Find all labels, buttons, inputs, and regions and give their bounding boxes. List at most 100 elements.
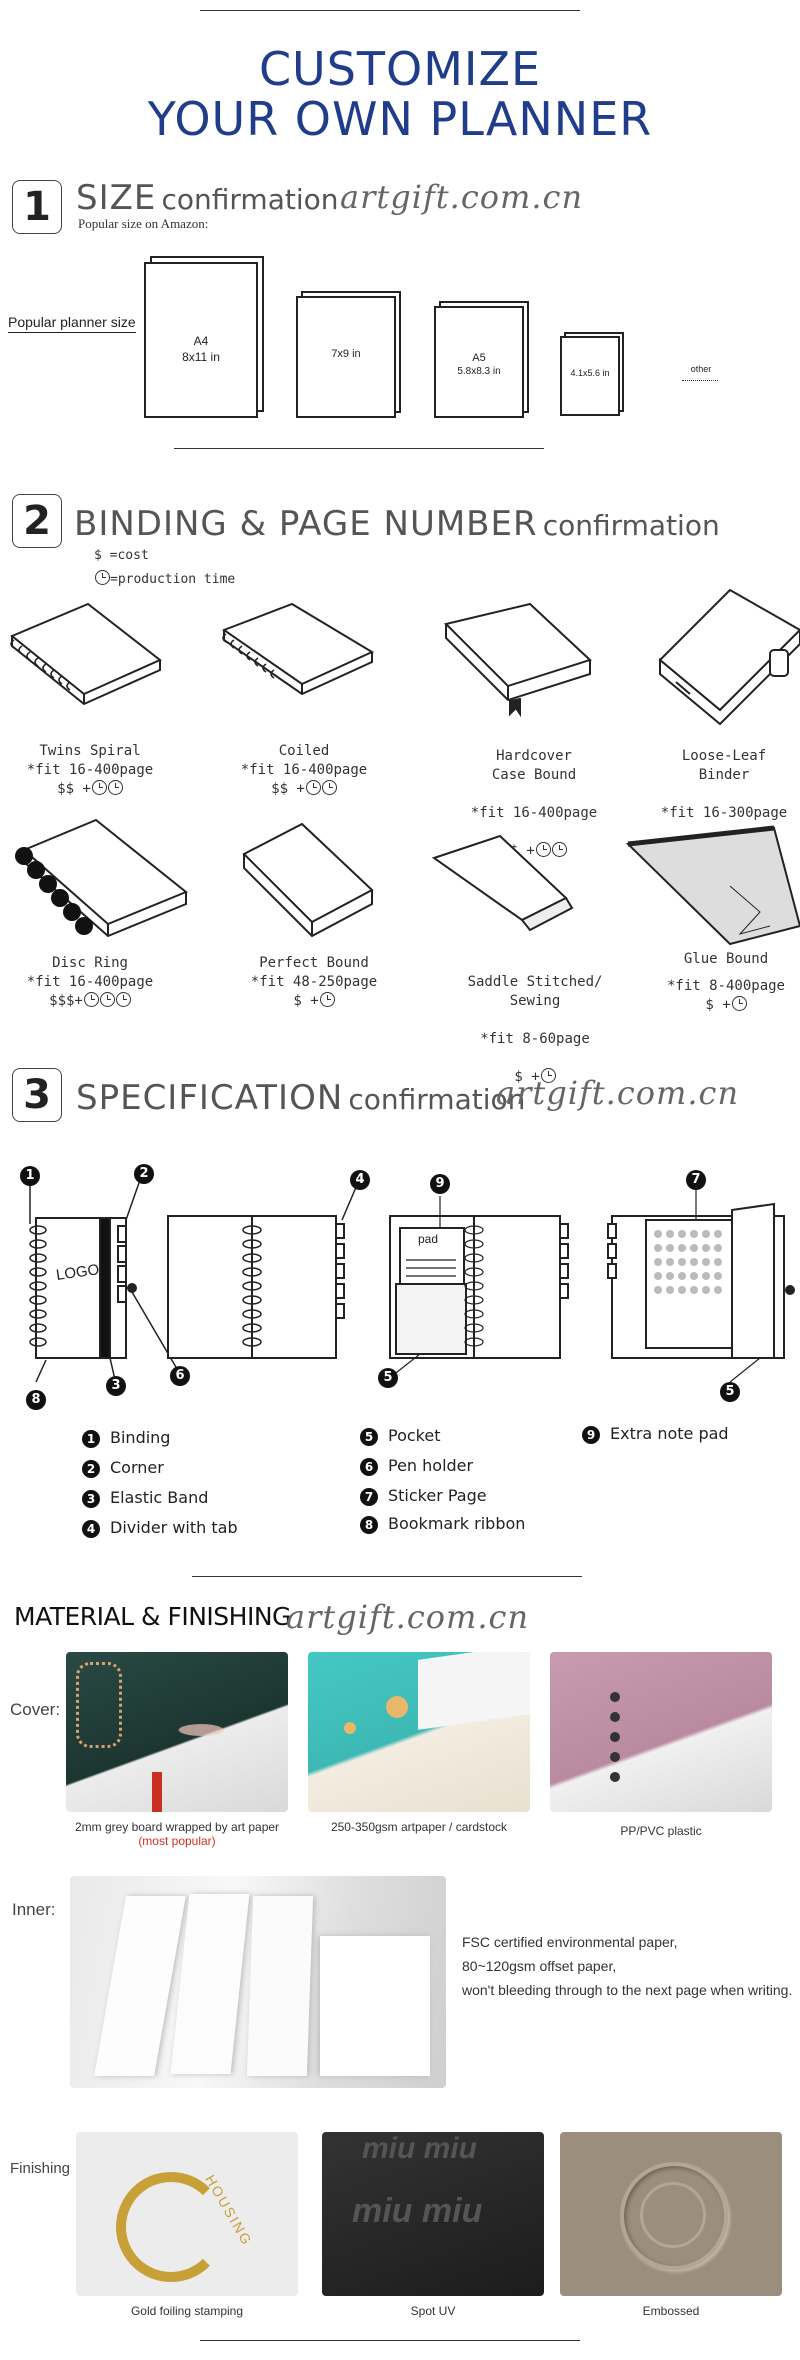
binding-fit: *fit 16-400page [470, 805, 598, 821]
clock-icon [535, 842, 551, 857]
finishing-photo-gold-foil: HOUSING [76, 2132, 298, 2296]
closed-planner-icon [35, 1217, 137, 1359]
binding-cost: $ + [705, 997, 731, 1013]
finishing-label: Finishing [10, 2160, 71, 2177]
clock-icon [91, 780, 107, 795]
finishing-photo-embossed [560, 2132, 782, 2296]
binding-item-glue-bound: Glue Bound *fit 8-400page $ + [656, 950, 796, 1015]
clock-icon [115, 992, 131, 1007]
binding-fit: *fit 8-400page [666, 978, 785, 994]
open-planner-pocket-icon [389, 1215, 569, 1359]
binding-heading-sub: confirmation [542, 509, 720, 542]
loose-leaf-binder-icon [658, 588, 800, 726]
binding-illustrations-row1 [10, 588, 800, 726]
callout-1: 1 [20, 1166, 40, 1186]
finishing-photo-spot-uv: miu miu miu miu [322, 2132, 544, 2296]
section-number-2: 2 [12, 494, 62, 548]
callout-9: 9 [430, 1174, 450, 1194]
pad-label: pad [418, 1232, 439, 1246]
binding-item-twins-spiral: Twins Spiral *fit 16-400page $$ + [20, 742, 160, 799]
cover-caption-artpaper: 250-350gsm artpaper / cardstock [330, 1820, 508, 1834]
clock-icon [83, 992, 99, 1007]
page-title-line2: YOUR OWN PLANNER [147, 92, 653, 146]
specification-diagram [29, 1177, 795, 1385]
size-a5-dims: 5.8x8.3 in [457, 366, 501, 377]
clock-icon [305, 780, 321, 795]
clock-icon [731, 996, 747, 1011]
cover-photo-artpaper [308, 1652, 530, 1812]
size-heading-main: SIZE [76, 178, 157, 218]
clock-icon [107, 780, 123, 795]
spec-heading: SPECIFICATION confirmation [76, 1078, 525, 1118]
callout-6: 6 [170, 1366, 190, 1386]
popular-size-label: Popular planner size [8, 314, 136, 333]
binding-cost: $$ + [57, 781, 91, 797]
callout-8: 8 [26, 1390, 46, 1410]
open-planner-sticker-icon [607, 1202, 795, 1359]
size-a5: A5 5.8x8.3 in [434, 301, 529, 418]
saddle-stitched-book-icon [431, 834, 574, 932]
open-planner-dividers-icon [167, 1215, 345, 1359]
size-heading-sub: confirmation [161, 183, 339, 216]
binding-cost: $$ + [271, 781, 305, 797]
clock-icon [551, 842, 567, 857]
finishing-caption-embossed: Embossed [642, 2304, 700, 2318]
perfect-bound-book-icon [242, 822, 374, 938]
binding-name: Coiled [278, 743, 330, 759]
spec-heading-sub: confirmation [348, 1083, 526, 1116]
legend-time-label: =production time [110, 572, 236, 587]
legend-cost: $ =cost [94, 548, 149, 563]
binding-fit: *fit 16-400page [240, 762, 368, 778]
size-a4: A4 8x11 in [144, 256, 264, 418]
binding-name: Loose-Leaf Binder [681, 748, 767, 783]
cover-caption-plastic: PP/PVC plastic [620, 1824, 702, 1838]
binding-item-hardcover: Hardcover Case Bound *fit 16-400page $$ … [464, 728, 604, 880]
binding-fit: *fit 8-60page [480, 1031, 590, 1047]
spec-heading-main: SPECIFICATION [76, 1078, 344, 1118]
inner-paper-photo [70, 1876, 446, 2088]
binding-name: Glue Bound [683, 951, 769, 967]
callout-7: 7 [686, 1170, 706, 1190]
binding-heading: BINDING & PAGE NUMBER confirmation [74, 504, 720, 544]
size-heading: SIZE confirmation [76, 178, 338, 218]
watermark-logo: artgift.com.cn [496, 1074, 740, 1112]
callout-5: 5 [378, 1368, 398, 1388]
size-other: other [690, 364, 712, 374]
callout-5b: 5 [720, 1382, 740, 1402]
cover-label: Cover: [10, 1700, 61, 1719]
binding-cost: $ + [293, 993, 319, 1009]
size-other-dots [682, 380, 718, 381]
binding-name: Saddle Stitched/ Sewing [467, 974, 603, 1009]
size-a4-dims: 8x11 in [182, 350, 220, 364]
binding-illustrations-row2 [15, 818, 800, 946]
binding-name: Disc Ring [52, 955, 128, 971]
size-7x9-dims: 7x9 in [331, 348, 361, 360]
twins-spiral-book-icon [10, 602, 162, 706]
clock-icon [99, 992, 115, 1007]
clock-icon [319, 992, 335, 1007]
cover-photo-plastic [550, 1652, 772, 1812]
binding-name: Hardcover Case Bound [491, 748, 577, 783]
cover-photo-greyboard [66, 1652, 288, 1812]
binding-name: Twins Spiral [39, 743, 141, 759]
coiled-book-icon [221, 602, 375, 696]
callout-3: 3 [106, 1376, 126, 1396]
binding-name: Perfect Bound [259, 955, 369, 971]
size-subtitle: Popular size on Amazon: [78, 216, 209, 231]
binding-fit: *fit 16-400page [26, 974, 154, 990]
size-a5-name: A5 [472, 352, 486, 364]
callout-4: 4 [350, 1170, 370, 1190]
binding-item-coiled: Coiled *fit 16-400page $$ + [234, 742, 374, 799]
binding-item-disc-ring: Disc Ring *fit 16-400page $$$+ [20, 954, 160, 1011]
binding-cost: $ + [514, 1069, 540, 1085]
size-7x9: 7x9 in [296, 291, 401, 418]
inner-description: FSC certified environmental paper, 80~12… [462, 1934, 793, 1998]
material-heading: MATERIAL & FINISHING [14, 1602, 291, 1631]
